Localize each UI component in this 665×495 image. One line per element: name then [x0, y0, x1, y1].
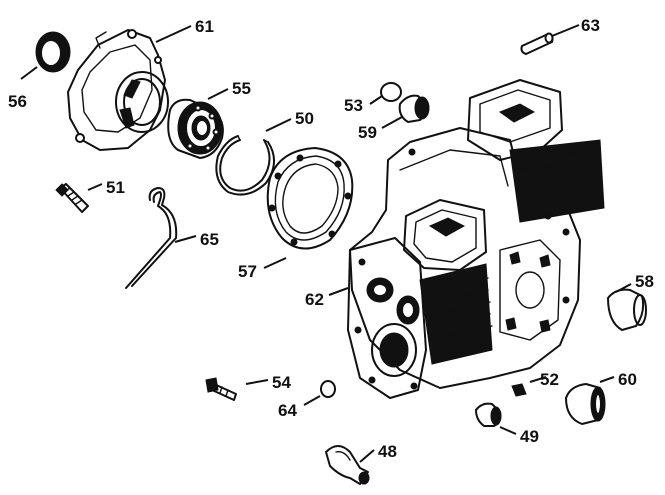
callout-48: 48 [378, 442, 397, 461]
part-57-gasket [266, 147, 354, 250]
part-62-crankcase [347, 79, 605, 399]
part-49-bushing [475, 402, 502, 427]
part-54-bolt [205, 377, 237, 401]
callout-59: 59 [358, 123, 377, 142]
part-53-plug [380, 82, 402, 102]
callout-49: 49 [520, 427, 539, 446]
part-59-bushing [398, 94, 430, 123]
part-58-bushing [607, 288, 647, 331]
callout-55: 55 [232, 79, 251, 98]
callout-54: 54 [272, 373, 291, 392]
callout-53: 53 [344, 96, 363, 115]
part-61-housing [67, 29, 169, 151]
part-65-tube [125, 187, 178, 289]
callout-52: 52 [540, 370, 559, 389]
callout-65: 65 [200, 230, 219, 249]
callout-58: 58 [635, 272, 654, 291]
callout-57: 57 [238, 262, 257, 281]
part-60-sleeve [565, 383, 606, 425]
part-52-pin [511, 383, 527, 397]
part-63-pin [520, 32, 554, 55]
callout-60: 60 [618, 370, 637, 389]
part-51-stud [55, 183, 89, 213]
leader-lines [20, 24, 632, 463]
callout-51: 51 [106, 178, 125, 197]
part-56-seal [35, 31, 71, 73]
callout-64: 64 [278, 401, 297, 420]
callout-50: 50 [295, 109, 314, 128]
callout-63: 63 [581, 16, 600, 35]
part-50-snap-ring [215, 135, 275, 196]
part-64-washer [320, 380, 336, 398]
callout-61: 61 [195, 17, 214, 36]
callout-56: 56 [8, 92, 27, 111]
part-55-bearing [167, 98, 224, 159]
callout-62: 62 [305, 290, 324, 309]
callout-labels: 61 63 56 55 53 59 50 51 65 57 58 62 54 5… [8, 16, 654, 461]
part-48-elbow [325, 445, 370, 485]
